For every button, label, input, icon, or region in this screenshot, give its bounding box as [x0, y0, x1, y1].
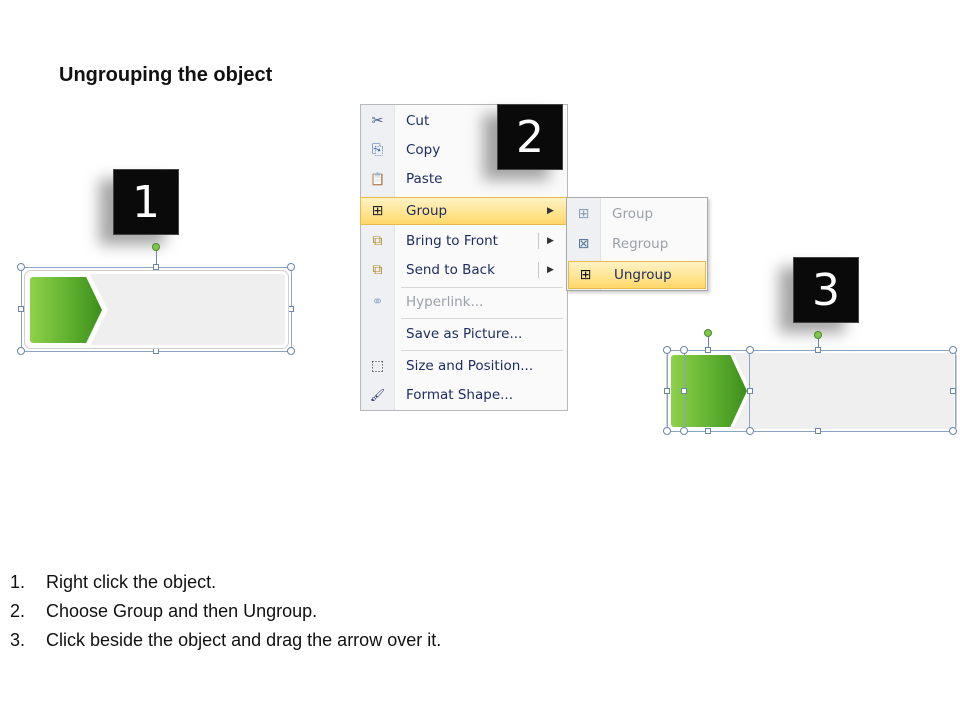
menu-item-hyperlink: ⚭ Hyperlink... [361, 288, 567, 316]
rotation-stem [156, 250, 157, 267]
format-shape-icon: 🖌 [369, 388, 386, 402]
instruction-step-3: 3. Click beside the object and drag the … [10, 630, 442, 650]
resize-handle-top[interactable] [815, 347, 821, 353]
size-position-icon: ⬚ [370, 358, 385, 374]
context-menu: ✂ Cut ⎘ Copy 📋 Paste ⊞ Group ▶ ⧉ Bring t… [360, 104, 568, 411]
resize-handle-left[interactable] [664, 388, 670, 394]
rotation-handle-frame[interactable] [814, 331, 822, 339]
menu-item-save-as-picture[interactable]: Save as Picture... [406, 326, 523, 342]
bring-to-front-icon: ⧉ [372, 233, 383, 249]
step-badge-3: 3 [793, 257, 859, 323]
menu-item-format-shape[interactable]: 🖌 Format Shape... [361, 381, 567, 409]
scissors-icon: ✂ [371, 113, 384, 129]
menu-separator [401, 350, 563, 351]
submenu-item-ungroup[interactable]: ⊞ Ungroup [568, 261, 706, 289]
split-divider [538, 233, 539, 249]
resize-handle-bottom[interactable] [153, 348, 159, 354]
instruction-step-2: 2. Choose Group and then Ungroup. [10, 601, 318, 621]
instruction-step-1: 1. Right click the object. [10, 572, 217, 592]
menu-item-cut[interactable]: ✂ Cut [361, 107, 567, 135]
arrow-handle-tr[interactable] [746, 346, 754, 354]
menu-item-send-to-back[interactable]: ⧉ Send to Back ▶ [361, 256, 567, 284]
submenu-arrow-icon[interactable]: ▶ [547, 236, 554, 246]
split-divider [538, 262, 539, 278]
step-badge-2: 2 [497, 104, 563, 170]
submenu-arrow-icon[interactable]: ▶ [547, 265, 554, 275]
selection-box-arrow[interactable] [684, 350, 750, 432]
copy-icon: ⎘ [371, 142, 384, 158]
rotation-stem [708, 336, 709, 350]
resize-handle-bl[interactable] [663, 427, 671, 435]
arrow-handle-bl[interactable] [680, 427, 688, 435]
paste-icon: 📋 [370, 172, 385, 186]
menu-separator [401, 287, 563, 288]
arrow-handle-bottom[interactable] [705, 428, 711, 434]
arrow-handle-top[interactable] [705, 347, 711, 353]
ungroup-icon: ⊞ [579, 267, 592, 283]
submenu-item-regroup: ⊠ Regroup [567, 230, 707, 258]
menu-item-group[interactable]: ⊞ Group ▶ [360, 197, 568, 225]
resize-handle-tl[interactable] [17, 263, 25, 271]
group-icon: ⊞ [371, 203, 384, 219]
regroup-icon: ⊠ [577, 236, 590, 252]
resize-handle-tl[interactable] [663, 346, 671, 354]
resize-handle-tr[interactable] [949, 346, 957, 354]
menu-icon-gutter [361, 105, 395, 410]
rotation-handle[interactable] [152, 243, 160, 251]
resize-handle-bottom[interactable] [815, 428, 821, 434]
resize-handle-top[interactable] [153, 264, 159, 270]
step-badge-1: 1 [113, 169, 179, 235]
submenu-item-group: ⊞ Group [567, 200, 707, 228]
resize-handle-right[interactable] [288, 306, 294, 312]
resize-handle-br[interactable] [949, 427, 957, 435]
slide-title: Ungrouping the object [59, 64, 273, 86]
menu-separator [401, 318, 563, 319]
arrow-handle-br[interactable] [746, 427, 754, 435]
group-submenu: ⊞ Group ⊠ Regroup ⊞ Ungroup [566, 197, 708, 291]
arrow-handle-right[interactable] [747, 388, 753, 394]
arrow-handle-tl[interactable] [680, 346, 688, 354]
chevron-arrow-1[interactable] [30, 277, 102, 343]
resize-handle-right[interactable] [950, 388, 956, 394]
hyperlink-icon: ⚭ [371, 294, 384, 310]
rotation-stem [818, 338, 819, 350]
rotation-handle-arrow[interactable] [704, 329, 712, 337]
group-icon: ⊞ [577, 206, 590, 222]
resize-handle-tr[interactable] [287, 263, 295, 271]
resize-handle-br[interactable] [287, 347, 295, 355]
resize-handle-left[interactable] [18, 306, 24, 312]
arrow-handle-left[interactable] [681, 388, 687, 394]
instruction-list: 1. Right click the object. 2. Choose Gro… [10, 568, 441, 655]
resize-handle-bl[interactable] [17, 347, 25, 355]
menu-item-copy[interactable]: ⎘ Copy [361, 136, 567, 164]
submenu-arrow-icon: ▶ [547, 206, 554, 216]
menu-item-bring-to-front[interactable]: ⧉ Bring to Front ▶ [361, 227, 567, 255]
menu-item-size-and-position[interactable]: ⬚ Size and Position... [361, 352, 567, 380]
send-to-back-icon: ⧉ [372, 262, 383, 278]
menu-item-paste[interactable]: 📋 Paste [361, 165, 567, 193]
